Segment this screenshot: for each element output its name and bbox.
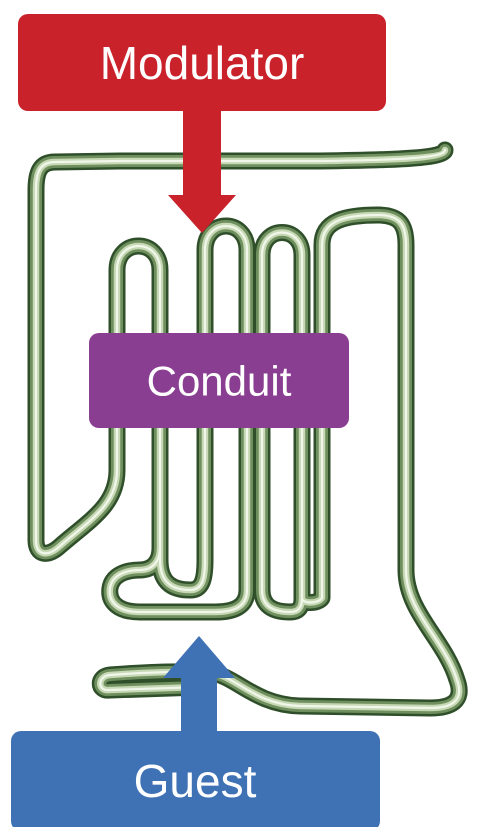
conduit-group: Conduit: [89, 333, 349, 428]
guest-label: Guest: [134, 755, 257, 807]
modulator-label: Modulator: [100, 37, 305, 89]
conduit-label: Conduit: [147, 358, 292, 405]
modulator-group: Modulator: [18, 14, 386, 233]
protein-tube: [36, 150, 459, 708]
guest-group: Guest: [11, 636, 380, 827]
